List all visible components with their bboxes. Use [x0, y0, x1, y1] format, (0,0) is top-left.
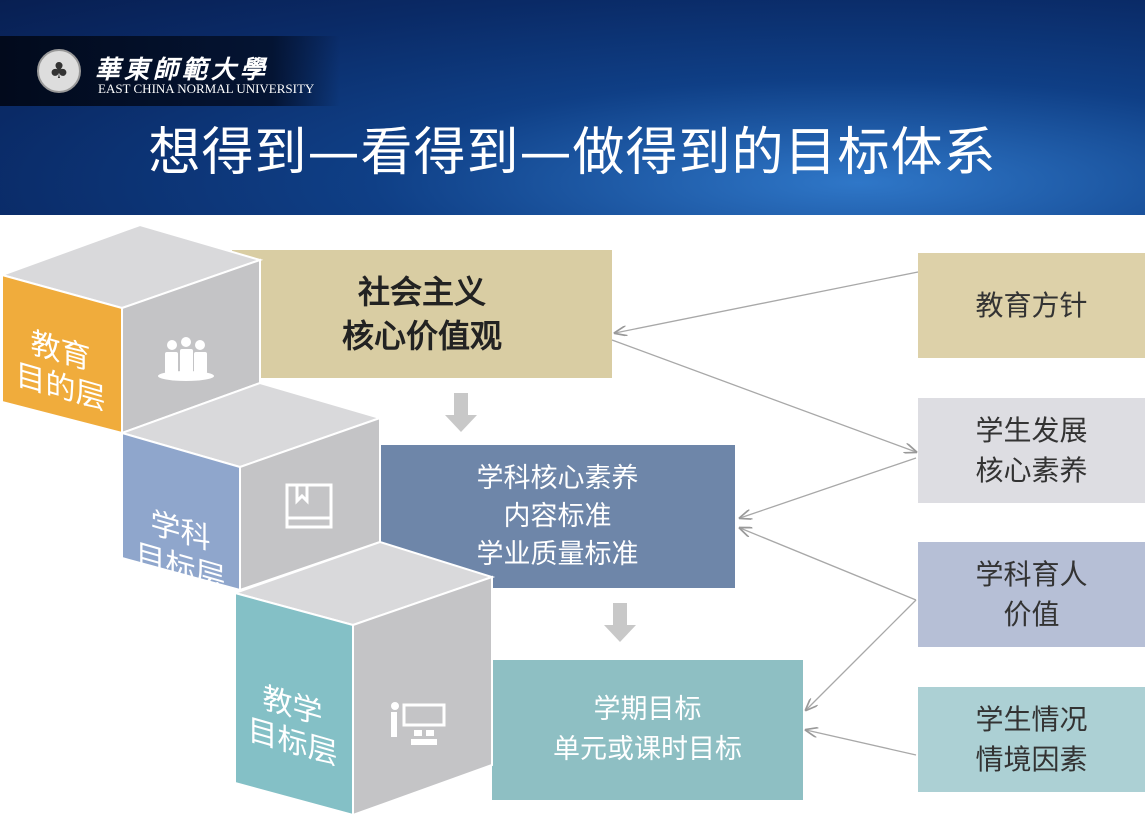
university-seal-icon: ♣	[37, 49, 81, 93]
cube-3-side	[352, 575, 493, 817]
connector-line	[806, 599, 917, 710]
factor-student-situation: 学生情况 情境因素	[918, 687, 1145, 792]
down-arrow-2	[604, 603, 636, 642]
factor-student-core-literacy: 学生发展 核心素养	[918, 398, 1145, 503]
teacher-icon	[391, 702, 446, 745]
factor-education-policy: 教育方针	[918, 253, 1145, 358]
book-icon	[285, 483, 333, 529]
content-subject-standards: 学科核心素养 内容标准 学业质量标准	[476, 462, 639, 570]
people-icon	[158, 337, 214, 381]
university-name-en: EAST CHINA NORMAL UNIVERSITY	[98, 81, 315, 96]
content-box-bg-3	[492, 660, 803, 800]
factor-subject-value: 学科育人 价值	[918, 542, 1145, 647]
header-banner: ♣ 華東師範大學 EAST CHINA NORMAL UNIVERSITY 想得…	[0, 0, 1145, 215]
connector-line	[611, 339, 916, 452]
content-box-bg-1	[232, 250, 612, 378]
connector-line	[740, 457, 917, 518]
connector-line	[615, 271, 919, 333]
content-term-unit-goals: 学期目标 单元或课时目标	[553, 694, 742, 765]
slide-title: 想得到—看得到—做得到的目标体系	[148, 123, 997, 183]
university-name-cn: 華東師範大學	[95, 55, 270, 84]
content-core-values: 社会主义 核心价值观	[341, 273, 502, 355]
down-arrow-1	[445, 393, 477, 432]
connector-line	[806, 730, 917, 756]
connector-line	[740, 528, 917, 601]
